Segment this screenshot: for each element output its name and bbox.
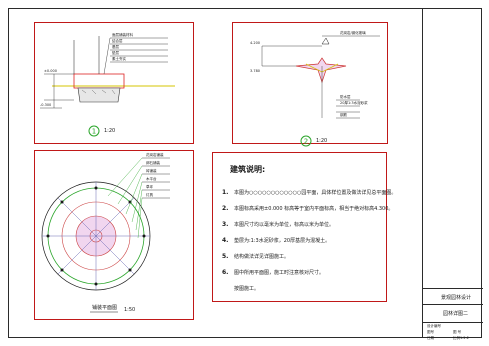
detail2-dimension: 3.780 xyxy=(250,69,261,73)
detail1-label: 面层铺装材料 xyxy=(112,33,133,37)
detail2-label: 防水层 xyxy=(340,95,351,99)
note-text: 图中所用平面图，施工时注意核对尺寸。 xyxy=(234,270,325,276)
plan-label: 砖铺装 xyxy=(146,169,157,173)
detail2-label: 钢筋 xyxy=(340,113,347,117)
detail1-section: 1 xyxy=(40,36,175,137)
detail1-panel xyxy=(34,22,194,144)
project-name: 景观园林设计 xyxy=(441,295,472,301)
tb-value: 图 号 xyxy=(453,330,462,334)
plan-label: 灯具 xyxy=(146,193,153,197)
tb-label: 图号 xyxy=(427,330,434,334)
detail1-label: 基层 xyxy=(112,45,119,49)
detail1-label: 结合层 xyxy=(112,39,123,43)
drawing-border xyxy=(8,8,482,338)
note-item: 6. 图中所用平面图，施工时注意核对尺寸。 xyxy=(222,269,324,276)
plan-scale: 1:50 xyxy=(124,307,136,313)
note-number: 6. xyxy=(222,269,229,276)
notes-panel xyxy=(212,152,387,302)
note-text: 本图为○○○○○○○○○○○○园平面，具体样位置及做法详见总平面图。 xyxy=(234,190,397,196)
title-block-divider xyxy=(423,304,483,305)
plan-caption: 铺装平面图 xyxy=(92,305,118,311)
plan-label: 草坪 xyxy=(146,185,153,189)
note-item: 1. 本图为○○○○○○○○○○○○园平面，具体样位置及做法详见总平面图。 xyxy=(222,189,396,196)
svg-text:2: 2 xyxy=(304,138,308,146)
note-number: 4. xyxy=(222,237,229,244)
tb-value: 比例1:2:2 xyxy=(453,336,470,340)
note-text: 垫层为:1:3水泥砂浆，20厚基层为混凝土。 xyxy=(234,238,331,244)
plan-label: 木平台 xyxy=(146,177,157,181)
note-number: 2. xyxy=(222,205,229,212)
tb-label: 设计编号 xyxy=(427,324,441,328)
note-item: 5. 结构做法详见详图施工。 xyxy=(222,253,289,260)
detail1-label: 素土夯实 xyxy=(112,57,126,61)
detail1-label: 垫层 xyxy=(112,51,119,55)
detail1-dimension: -0.300 xyxy=(40,103,52,107)
title-block-divider xyxy=(423,322,483,323)
detail2-section: 2 xyxy=(261,35,380,147)
note-text: 本图尺寸均以毫米为单位，标高以米为单位。 xyxy=(234,222,335,228)
note-number: 3. xyxy=(222,221,229,228)
note-item: 3. 本图尺寸均以毫米为单位，标高以米为单位。 xyxy=(222,221,334,228)
note-item: 2. 本图标高采用±0.000 标高等于室内平面标高，相当于绝对标高4.300。 xyxy=(222,205,393,212)
detail1-scale: 1:20 xyxy=(104,128,116,134)
note-text: 按图施工。 xyxy=(234,286,260,292)
note-number: 5. xyxy=(222,253,229,260)
detail2-dimension: 4.200 xyxy=(250,41,261,45)
note-item: 按图施工。 xyxy=(222,285,259,292)
plan-panel xyxy=(34,150,194,320)
detail2-scale: 1:20 xyxy=(316,138,328,144)
title-block: 景观园林设计 园林详图二 设计编号 图号 图 号 日期 比例1:2:2 xyxy=(422,8,483,340)
note-number: 1. xyxy=(222,189,229,196)
note-text: 本图标高采用±0.000 标高等于室内平面标高，相当于绝对标高4.300。 xyxy=(234,206,394,212)
detail2-label: 花岗岩/钢化玻璃 xyxy=(340,31,366,35)
note-text: 结构做法详见详图施工。 xyxy=(234,254,290,260)
plan-label: 卵石铺装 xyxy=(146,161,160,165)
notes-title: 建筑说明: xyxy=(230,165,266,174)
plan-label: 花岗岩铺装 xyxy=(146,153,164,157)
tb-label: 日期 xyxy=(427,336,434,340)
svg-text:1: 1 xyxy=(92,128,96,136)
note-item: 4. 垫层为:1:3水泥砂浆，20厚基层为混凝土。 xyxy=(222,237,330,244)
detail1-dimension: ±0.000 xyxy=(44,69,57,73)
detail2-label: 20厚1:3水泥砂浆 xyxy=(340,101,368,105)
title-block-divider xyxy=(423,288,483,289)
sheet-name: 园林详图二 xyxy=(443,311,469,317)
plaza-plan xyxy=(41,157,170,313)
